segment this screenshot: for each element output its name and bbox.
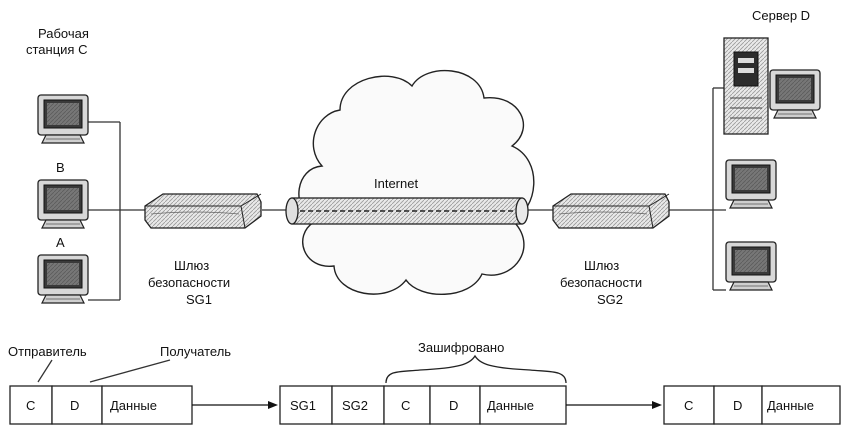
packet1-dst: D bbox=[70, 398, 79, 413]
packet3-dst: D bbox=[733, 398, 742, 413]
packet3-src: C bbox=[684, 398, 693, 413]
workstation-c-label-line2: станция C bbox=[26, 42, 87, 57]
packet2-sg1: SG1 bbox=[290, 398, 316, 413]
receiver-label: Получатель bbox=[160, 344, 231, 359]
sender-pointer bbox=[38, 360, 52, 382]
arrow-2-head bbox=[652, 401, 662, 409]
gateway-sg1-label-line1: Шлюз bbox=[174, 258, 209, 273]
workstation-b-label: B bbox=[56, 160, 65, 175]
encrypted-label: Зашифровано bbox=[418, 340, 504, 355]
workstation-right-1-icon bbox=[726, 160, 776, 208]
server-d-label: Сервер D bbox=[752, 8, 810, 23]
packet3-data: Данные bbox=[767, 398, 814, 413]
server-d-icon bbox=[724, 38, 768, 134]
gateway-sg2-label-line1: Шлюз bbox=[584, 258, 619, 273]
gateway-sg2-label-line2: безопасности bbox=[560, 275, 642, 290]
vpn-tunnel bbox=[286, 198, 528, 224]
workstation-c-label-line1: Рабочая bbox=[38, 26, 89, 41]
workstation-b-icon bbox=[38, 180, 88, 228]
internet-label: Internet bbox=[374, 176, 418, 191]
receiver-pointer bbox=[90, 360, 170, 382]
gateway-sg2-label-line3: SG2 bbox=[597, 292, 623, 307]
gateway-sg1-label-line3: SG1 bbox=[186, 292, 212, 307]
packet-3: C D Данные bbox=[664, 386, 840, 424]
packet1-src: C bbox=[26, 398, 35, 413]
workstation-a-label: A bbox=[56, 235, 65, 250]
gateway-sg1-icon bbox=[145, 194, 261, 228]
workstation-c-icon bbox=[38, 95, 88, 143]
packet2-src: C bbox=[401, 398, 410, 413]
sender-label: Отправитель bbox=[8, 344, 87, 359]
arrow-1-head bbox=[268, 401, 278, 409]
workstation-right-2-icon bbox=[726, 242, 776, 290]
gateway-sg1-label-line2: безопасности bbox=[148, 275, 230, 290]
packet-1: C D Данные bbox=[10, 386, 192, 424]
encrypted-brace bbox=[386, 356, 566, 383]
packet-2: SG1 SG2 C D Данные bbox=[280, 386, 566, 424]
workstation-a-icon bbox=[38, 255, 88, 303]
packet2-data: Данные bbox=[487, 398, 534, 413]
packet2-sg2: SG2 bbox=[342, 398, 368, 413]
gateway-sg2-icon bbox=[553, 194, 669, 228]
server-d-monitor-icon bbox=[770, 70, 820, 118]
packet1-data: Данные bbox=[110, 398, 157, 413]
packet2-dst: D bbox=[449, 398, 458, 413]
